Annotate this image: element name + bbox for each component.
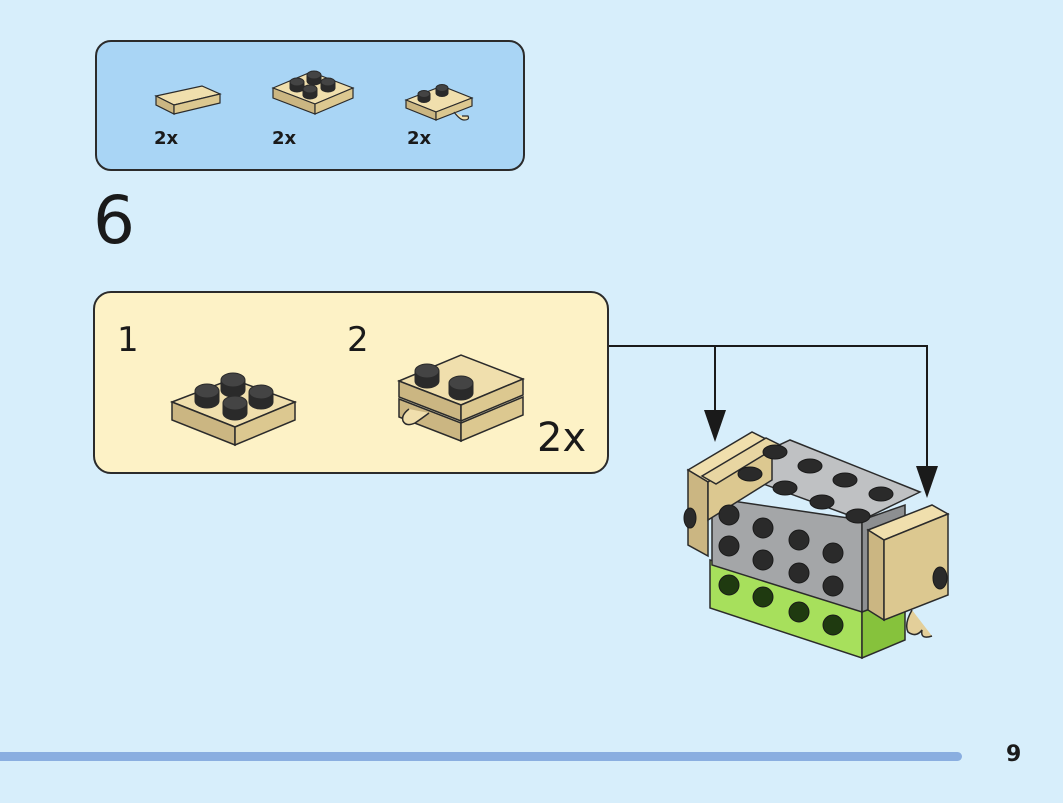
part-qty: 2x bbox=[272, 128, 297, 149]
page-number: 9 bbox=[1006, 742, 1022, 767]
studs bbox=[683, 444, 948, 636]
plate-with-clip-tan-icon bbox=[404, 84, 474, 121]
plate-2x2-tan-icon bbox=[271, 70, 355, 115]
arrow-head bbox=[704, 410, 726, 442]
progress-bar bbox=[0, 752, 962, 761]
tile-1x2-tan-icon bbox=[154, 85, 222, 115]
substep-multiplier: 2x bbox=[537, 415, 587, 461]
arrow-head bbox=[916, 466, 938, 498]
part-qty: 2x bbox=[407, 128, 432, 149]
substep-box: 1 2 2x bbox=[93, 291, 609, 474]
parts-list-box: 2x 2x 2x bbox=[95, 40, 525, 171]
part-qty: 2x bbox=[154, 128, 179, 149]
stacked-plates-with-clip-icon bbox=[396, 354, 526, 443]
substep-number: 2 bbox=[347, 320, 369, 360]
tan-side-plates bbox=[686, 431, 950, 638]
step-number: 6 bbox=[93, 182, 135, 259]
plate-2x2-tan-icon bbox=[169, 372, 298, 447]
substep-number: 1 bbox=[117, 320, 139, 360]
